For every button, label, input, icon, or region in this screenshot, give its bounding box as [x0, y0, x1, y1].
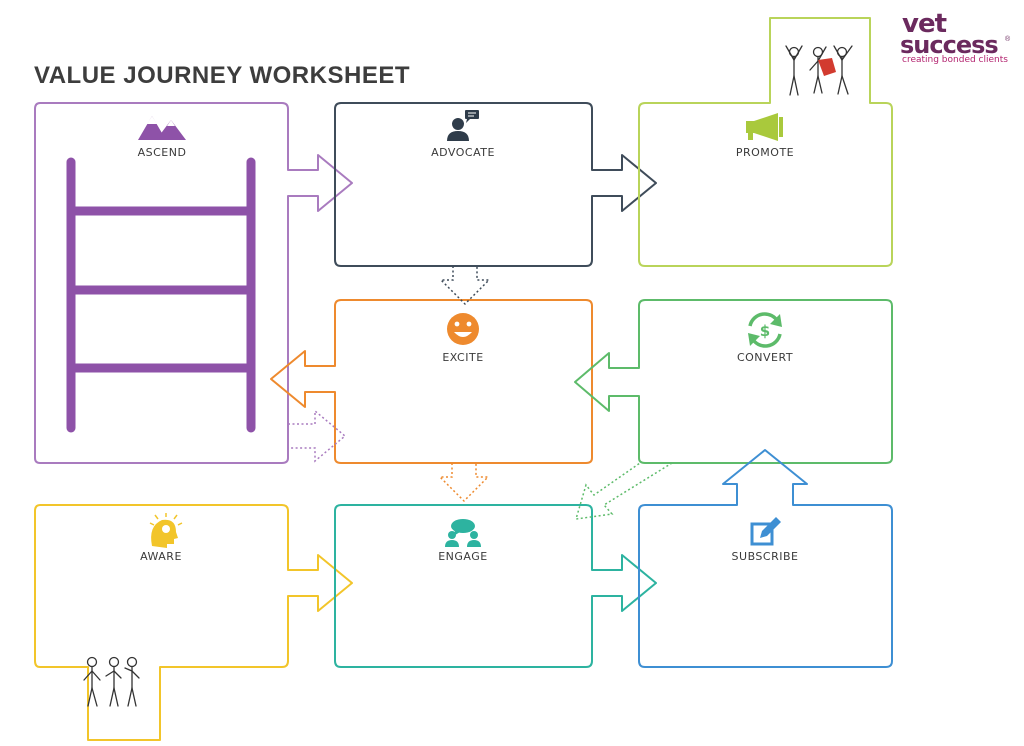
logo-registered-mark: ® [1005, 36, 1011, 43]
ladder-graphic [66, 157, 256, 433]
smiley-face-icon [447, 313, 479, 345]
people-chat-icon [445, 519, 481, 547]
stage-label-engage: ENGAGE [438, 550, 488, 563]
dotted-arrow-ascend-to-excite [288, 409, 347, 463]
svg-text:$: $ [760, 322, 770, 340]
logo-word-vet: vet [902, 9, 947, 39]
thinking-figures-illustration [83, 656, 140, 707]
megaphone-icon [746, 113, 783, 141]
dotted-arrow-excite-to-engage [438, 463, 490, 503]
logo-tagline: creating bonded clients [902, 55, 1008, 65]
excite-box [270, 299, 593, 464]
stage-label-advocate: ADVOCATE [431, 146, 495, 159]
stage-label-aware: AWARE [140, 550, 182, 563]
dollar-cycle-icon: $ [748, 312, 782, 348]
stage-label-convert: CONVERT [736, 351, 794, 364]
subscribe-box [638, 449, 893, 668]
logo-word-success: success [900, 31, 999, 59]
person-speech-icon [447, 110, 479, 141]
mountains-icon [138, 116, 186, 140]
vetsuccess-logo: vet success ® creating bonded clients [900, 9, 1015, 72]
dotted-arrow-advocate-to-excite [439, 266, 491, 306]
stage-label-excite: EXCITE [442, 351, 484, 364]
dotted-arrow-convert-to-engage [574, 462, 673, 520]
red-cape-icon [818, 58, 836, 76]
stage-label-promote: PROMOTE [735, 146, 795, 159]
stage-label-ascend: ASCEND [137, 146, 187, 159]
ascend-box [34, 102, 353, 464]
celebrating-figures-illustration [785, 45, 853, 96]
advocate-box [334, 102, 657, 267]
head-lightbulb-icon [149, 513, 183, 548]
edit-pencil-icon [750, 517, 781, 546]
convert-box [574, 299, 893, 464]
engage-box [334, 504, 657, 668]
promote-box [638, 17, 893, 267]
page-title: VALUE JOURNEY WORKSHEET [34, 62, 410, 89]
aware-box [34, 504, 353, 741]
stage-label-subscribe: SUBSCRIBE [731, 550, 799, 563]
